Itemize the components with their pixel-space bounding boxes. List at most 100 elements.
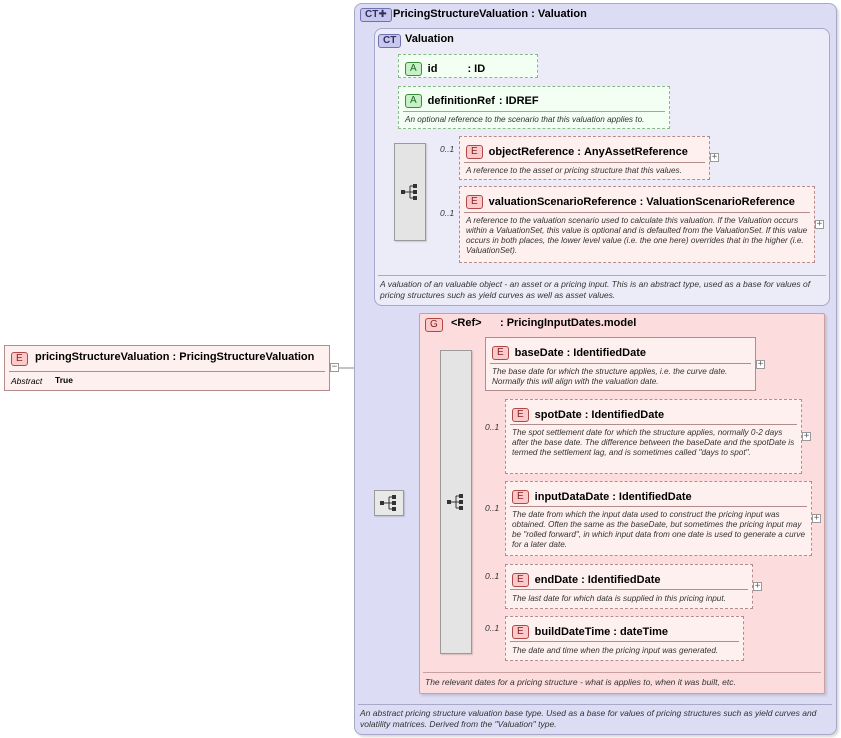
element-badge: E	[466, 144, 483, 159]
element-description: The base date for which the structure ap…	[492, 367, 728, 386]
expand-toggle[interactable]: +	[756, 359, 765, 369]
element-badge: E	[466, 194, 483, 209]
complex-type-badge: CT	[378, 34, 402, 48]
divider	[510, 641, 739, 642]
attribute-name: definitionRef	[427, 94, 495, 107]
element-type: ValuationScenarioReference	[646, 195, 795, 208]
element-badge: E	[11, 352, 28, 366]
element-description: A reference to the asset or pricing stru…	[466, 166, 682, 175]
divider	[358, 704, 832, 705]
ct-extension-icon: ✚	[378, 9, 387, 20]
occurrence-label: 0..1	[485, 623, 500, 633]
inner-ct-title: Valuation	[405, 33, 454, 45]
element-type: IdentifiedDate	[573, 346, 646, 359]
outer-ct-title: PricingStructureValuation : Valuation	[393, 8, 587, 20]
outer-ct-sep: :	[531, 8, 538, 20]
element-description: The spot settlement date for which the s…	[512, 428, 795, 457]
sequence-icon	[401, 184, 417, 200]
element-type-sep: :	[612, 490, 616, 503]
element-type-sep: :	[566, 346, 571, 359]
element-type-sep: :	[581, 573, 585, 586]
element-badge: E	[512, 572, 529, 587]
root-type-sep: :	[172, 351, 180, 363]
attribute-type: : IDREF	[498, 94, 539, 107]
element-name: buildDateTime	[534, 625, 611, 638]
element-type: IdentifiedDate	[591, 408, 665, 421]
group-name: : PricingInputDates.model	[500, 317, 637, 329]
complex-type-badge: CT✚	[360, 8, 392, 22]
divider	[378, 275, 826, 276]
collapse-toggle[interactable]: −	[330, 362, 339, 372]
divider	[403, 111, 665, 112]
element-description: A reference to the valuation scenario us…	[466, 216, 808, 255]
root-name-text: pricingStructureValuation	[35, 351, 170, 363]
element-name: endDate	[534, 573, 579, 586]
divider	[9, 371, 325, 372]
sequence-icon	[380, 495, 396, 511]
element-badge: E	[512, 624, 529, 639]
element-name: objectReference	[488, 145, 575, 158]
element-type-sep: :	[613, 625, 617, 638]
group-badge: G	[425, 318, 443, 332]
element-description: The date and time when the pricing input…	[512, 646, 719, 655]
sequence-compositor[interactable]	[440, 350, 472, 654]
divider	[464, 212, 810, 213]
divider	[423, 672, 821, 673]
outer-ct-description: An abstract pricing structure valuation …	[360, 708, 817, 729]
expand-toggle[interactable]: +	[812, 513, 821, 523]
element-badge: E	[512, 407, 529, 422]
sequence-icon	[447, 494, 463, 510]
divider	[510, 424, 797, 425]
element-description: The last date for which data is supplied…	[512, 594, 726, 603]
ct-badge-text: CT	[365, 9, 379, 20]
occurrence-label: 0..1	[485, 571, 500, 581]
element-type: AnyAssetReference	[583, 145, 688, 158]
divider	[510, 589, 748, 590]
sequence-compositor[interactable]	[374, 490, 404, 516]
element-type: IdentifiedDate	[587, 573, 661, 586]
element-type: IdentifiedDate	[618, 490, 692, 503]
abstract-label: Abstract	[11, 376, 43, 386]
occurrence-label: 0..1	[440, 208, 455, 218]
root-element-box[interactable]: E pricingStructureValuation : PricingStr…	[4, 345, 330, 391]
element-type-sep: :	[639, 195, 644, 208]
expand-toggle[interactable]: +	[802, 431, 811, 441]
outer-ct-base: Valuation	[537, 8, 587, 20]
inner-ct-description: A valuation of an valuable object - an a…	[380, 279, 811, 300]
divider	[464, 162, 705, 163]
element-badge: E	[512, 489, 529, 504]
expand-toggle[interactable]: +	[710, 152, 719, 162]
attribute-type: : ID	[467, 62, 486, 75]
element-name: valuationScenarioReference	[488, 195, 637, 208]
occurrence-label: 0..1	[440, 144, 455, 154]
group-description: The relevant dates for a pricing structu…	[425, 677, 736, 687]
element-name: inputDataDate	[534, 490, 610, 503]
group-ref-label: <Ref>	[451, 317, 482, 329]
expand-toggle[interactable]: +	[815, 219, 824, 229]
element-name: baseDate	[514, 346, 564, 359]
attribute-badge: A	[405, 61, 422, 76]
attribute-badge: A	[405, 93, 422, 108]
element-name: spotDate	[534, 408, 582, 421]
attribute-description: An optional reference to the scenario th…	[405, 115, 645, 124]
element-type-sep: :	[584, 408, 589, 421]
expand-toggle[interactable]: +	[753, 581, 762, 591]
abstract-value: True	[55, 375, 73, 385]
element-description: The date from which the input data used …	[512, 510, 805, 549]
outer-ct-name: PricingStructureValuation	[393, 8, 529, 20]
divider	[490, 363, 751, 364]
attribute-name: id	[427, 62, 438, 75]
sequence-compositor[interactable]	[394, 143, 426, 241]
root-type-text: PricingStructureValuation	[179, 351, 315, 363]
occurrence-label: 0..1	[485, 503, 500, 513]
element-type-sep: :	[577, 145, 581, 158]
